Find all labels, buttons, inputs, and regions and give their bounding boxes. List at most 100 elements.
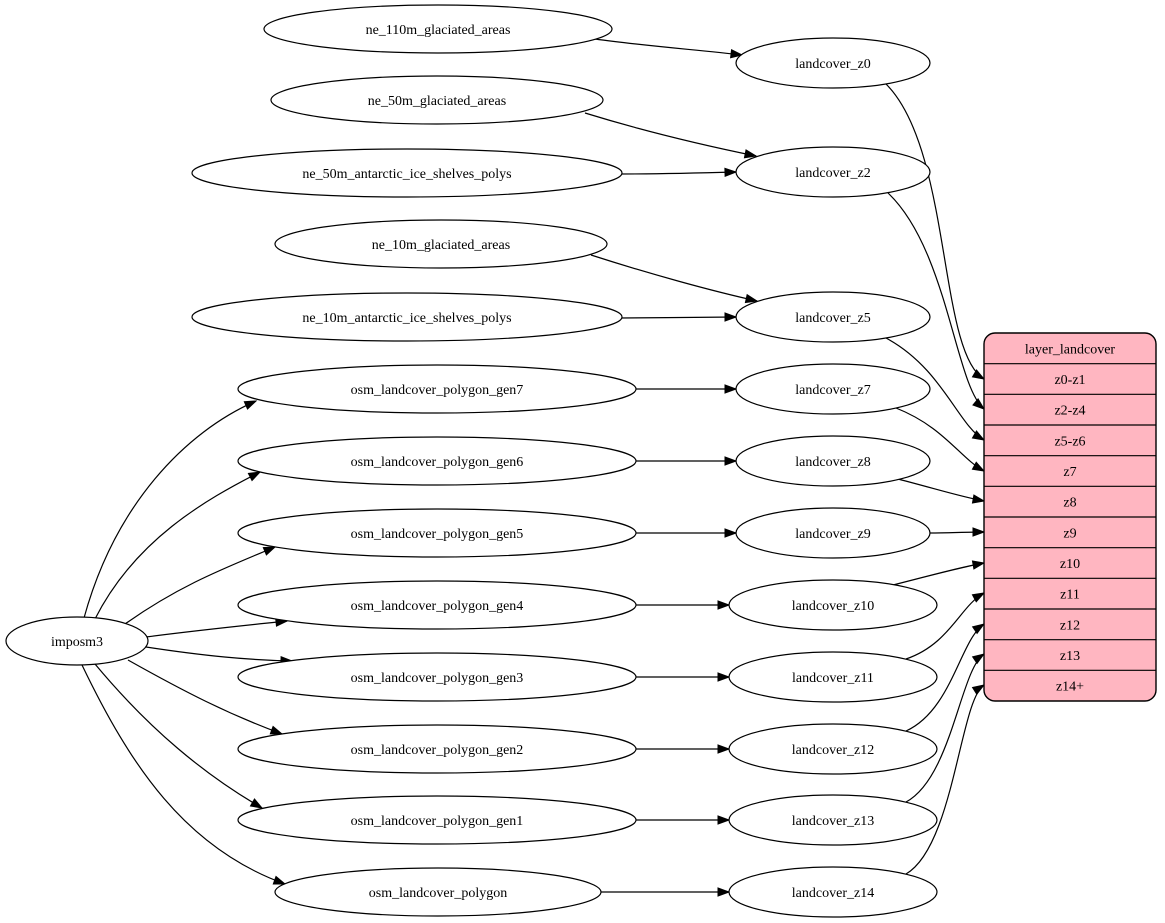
edge-line — [145, 620, 288, 638]
arrowhead-icon — [972, 527, 986, 537]
node-ellipse — [728, 723, 938, 775]
arrowhead-icon — [717, 672, 731, 682]
node-label: osm_landcover_polygon_gen4 — [351, 599, 524, 614]
node-ellipse — [5, 616, 149, 666]
arrowhead-icon — [972, 398, 986, 410]
arrowhead-icon — [262, 546, 277, 556]
record-row-z5-z6: z5-z6 — [984, 424, 1156, 449]
node-label: landcover_z2 — [795, 166, 870, 181]
node-ellipse — [735, 363, 931, 415]
node-landcover_z12: landcover_z12 — [728, 723, 938, 775]
record-row-z2-z4: z2-z4 — [984, 393, 1156, 419]
node-ellipse — [237, 436, 637, 486]
edge-ne_50m_antarctic_ice_shelves_polys-to-landcover_z2 — [619, 167, 738, 178]
node-ne_10m_antarctic_ice_shelves_polys: ne_10m_antarctic_ice_shelves_polys — [191, 292, 623, 342]
record-row-z8: z8 — [984, 485, 1156, 511]
edge-landcover_z0-to-layer_landcover:z0-z1 — [885, 83, 986, 380]
record-row-z9: z9 — [984, 516, 1156, 541]
arrowhead-icon — [971, 560, 986, 570]
record-row-z0-z1: z0-z1 — [984, 363, 1156, 388]
record-row-label: z8 — [1063, 496, 1076, 511]
node-label: landcover_z11 — [792, 671, 874, 686]
node-landcover_z5: landcover_z5 — [735, 291, 931, 343]
node-landcover_z14: landcover_z14 — [728, 866, 938, 918]
arrowhead-icon — [971, 623, 986, 635]
node-label: ne_50m_antarctic_ice_shelves_polys — [302, 167, 511, 182]
node-label: osm_landcover_polygon_gen1 — [351, 814, 524, 829]
edge-imposm3-to-osm_landcover_polygon_gen4 — [145, 617, 289, 638]
edge-line — [594, 38, 743, 56]
edge-line — [584, 112, 757, 157]
edge-line — [145, 646, 293, 662]
arrowhead-icon — [743, 149, 758, 159]
arrowhead-icon — [744, 293, 759, 304]
arrowhead-icon — [724, 312, 738, 322]
record-row-label: z5-z6 — [1054, 434, 1085, 449]
node-ne_10m_glaciated_areas: ne_10m_glaciated_areas — [274, 219, 608, 269]
node-landcover_z13: landcover_z13 — [728, 794, 938, 846]
arrowhead-icon — [971, 369, 986, 380]
record-row-label: z0-z1 — [1054, 373, 1085, 388]
node-ellipse — [728, 866, 938, 918]
edge-line — [885, 83, 985, 380]
node-label: landcover_z7 — [795, 383, 870, 398]
node-osm_landcover_polygon_gen4: osm_landcover_polygon_gen4 — [237, 580, 637, 630]
node-label: osm_landcover_polygon_gen5 — [351, 527, 524, 542]
edge-landcover_z2-to-layer_landcover:z2-z4 — [887, 192, 986, 410]
node-imposm3: imposm3 — [5, 616, 149, 666]
record-title: layer_landcover — [1025, 342, 1116, 357]
arrowhead-icon — [717, 744, 731, 754]
edge-line — [83, 400, 257, 619]
arrowhead-icon — [971, 684, 986, 696]
edge-osm_landcover_polygon_gen2-to-landcover_z12 — [635, 744, 731, 754]
record-row-label: z11 — [1060, 588, 1080, 603]
edge-osm_landcover_polygon_gen1-to-landcover_z13 — [636, 815, 731, 825]
edge-line — [94, 663, 263, 809]
node-ne_50m_glaciated_areas: ne_50m_glaciated_areas — [270, 75, 604, 125]
node-osm_landcover_polygon_gen1: osm_landcover_polygon_gen1 — [237, 795, 637, 845]
edge-line — [81, 664, 286, 885]
arrowhead-icon — [971, 430, 986, 441]
node-ellipse — [237, 364, 637, 414]
node-osm_landcover_polygon_gen7: osm_landcover_polygon_gen7 — [237, 364, 637, 414]
record-row-z13: z13 — [984, 639, 1156, 664]
edge-imposm3-to-osm_landcover_polygon_gen7 — [83, 400, 258, 619]
record-row-z11: z11 — [984, 577, 1156, 603]
edge-osm_landcover_polygon_gen7-to-landcover_z7 — [636, 384, 738, 394]
edge-landcover_z13-to-layer_landcover:z13 — [905, 653, 986, 803]
record-row-label: z14+ — [1056, 680, 1084, 695]
arrowhead-icon — [243, 400, 258, 410]
node-label: landcover_z5 — [795, 311, 870, 326]
record-row-z12: z12 — [984, 608, 1156, 633]
record-row-label: z9 — [1063, 526, 1076, 541]
edge-imposm3-to-osm_landcover_polygon — [81, 664, 287, 885]
arrowhead-icon — [724, 528, 738, 538]
node-label: osm_landcover_polygon — [369, 886, 507, 901]
edge-imposm3-to-osm_landcover_polygon_gen1 — [94, 663, 264, 809]
node-ellipse — [735, 291, 931, 343]
edge-line — [887, 192, 985, 410]
node-ellipse — [237, 508, 637, 558]
node-label: ne_50m_glaciated_areas — [368, 94, 506, 109]
edge-imposm3-to-osm_landcover_polygon_gen3 — [145, 646, 294, 666]
record-row-label: z7 — [1063, 465, 1076, 480]
edge-line — [619, 316, 737, 319]
record-row-label: z13 — [1060, 649, 1080, 664]
node-ellipse — [274, 219, 608, 269]
arrowhead-icon — [717, 600, 731, 610]
node-label: landcover_z14 — [792, 886, 874, 901]
arrowhead-icon — [249, 798, 264, 809]
node-ne_110m_glaciated_areas: ne_110m_glaciated_areas — [263, 4, 613, 54]
edge-landcover_z9-to-layer_landcover:z9 — [929, 527, 986, 537]
edge-osm_landcover_polygon-to-landcover_z14 — [600, 887, 731, 897]
record-row-label: z2-z4 — [1054, 404, 1085, 419]
node-label: ne_10m_glaciated_areas — [372, 238, 510, 253]
edge-line — [905, 684, 985, 875]
edge-landcover_z8-to-layer_landcover:z8 — [897, 478, 986, 504]
edge-osm_landcover_polygon_gen3-to-landcover_z11 — [636, 672, 731, 682]
arrowhead-icon — [724, 456, 738, 466]
edge-ne_10m_glaciated_areas-to-landcover_z5 — [590, 254, 759, 304]
record-row-label: z10 — [1060, 557, 1080, 572]
edge-osm_landcover_polygon_gen4-to-landcover_z10 — [636, 600, 731, 610]
